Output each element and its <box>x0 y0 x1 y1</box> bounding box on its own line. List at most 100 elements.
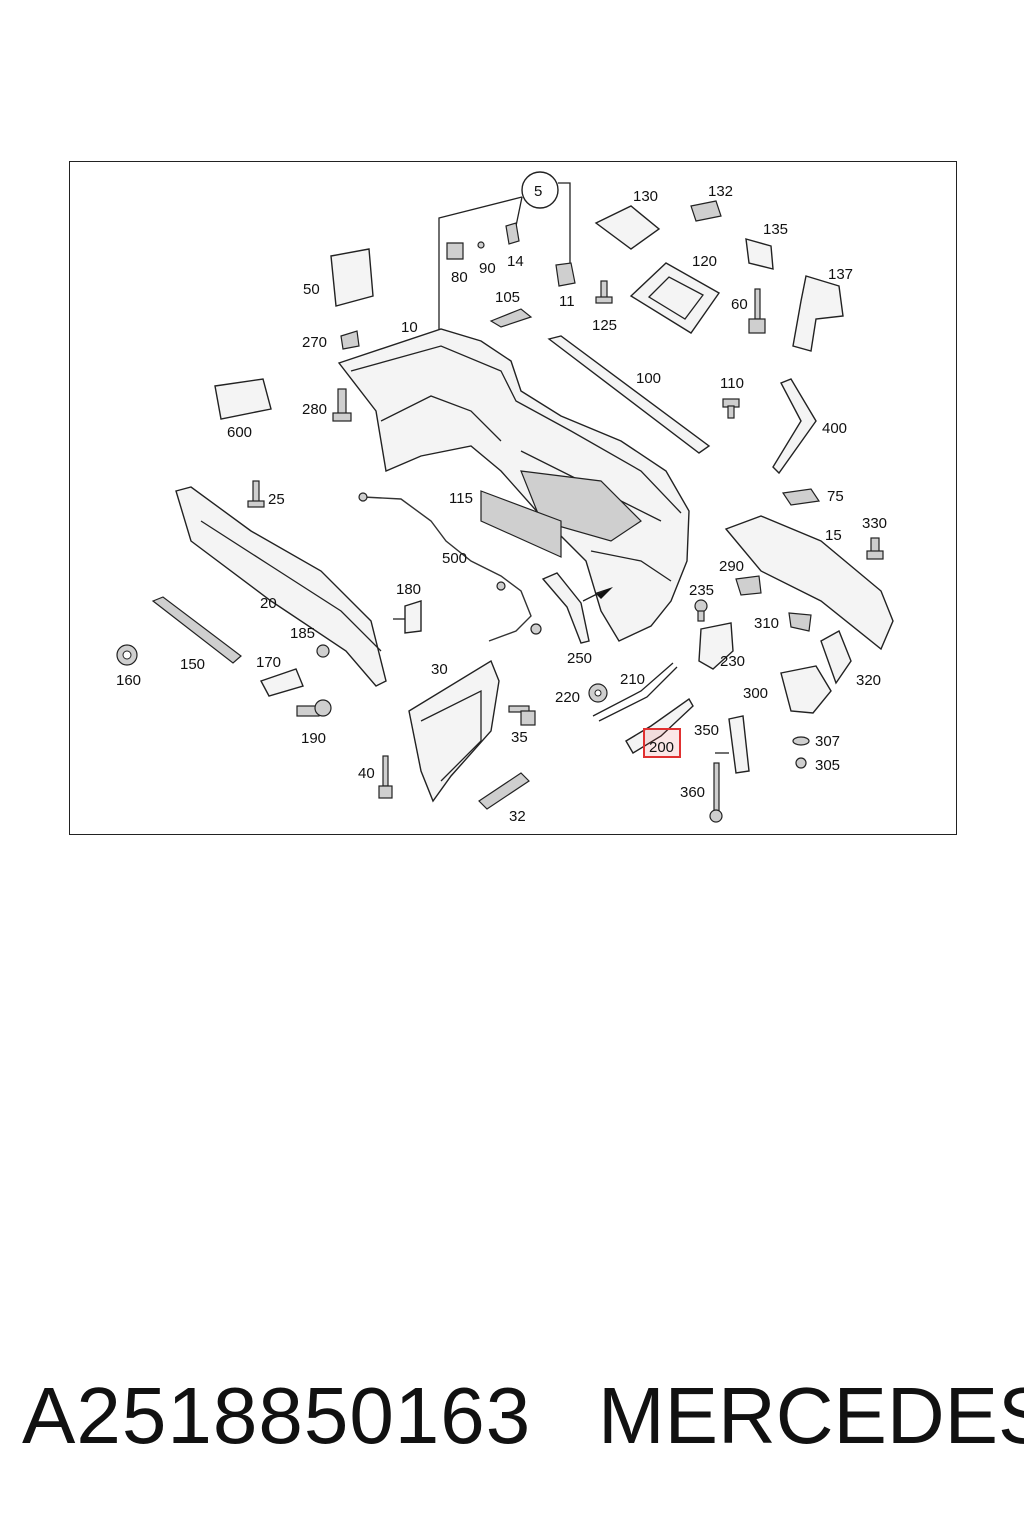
part-15 <box>724 515 894 651</box>
callout-290: 290 <box>719 558 744 575</box>
part-360 <box>709 762 723 823</box>
callout-360: 360 <box>680 784 705 801</box>
callout-15: 15 <box>825 527 842 544</box>
part-170 <box>259 668 304 697</box>
part-190 <box>296 699 332 717</box>
callout-100: 100 <box>636 370 661 387</box>
callout-75: 75 <box>827 488 844 505</box>
part-110 <box>722 398 740 419</box>
parts-diagram-frame: 5 130 132 135 137 50 80 90 14 11 120 60 … <box>69 161 957 835</box>
callout-170: 170 <box>256 654 281 671</box>
part-32 <box>478 772 530 810</box>
callout-105: 105 <box>495 289 520 306</box>
part-160 <box>116 644 138 666</box>
part-50 <box>330 248 374 307</box>
callout-90: 90 <box>479 260 496 277</box>
bumper-cover <box>337 328 690 642</box>
part-130 <box>594 205 661 250</box>
part-115 <box>480 490 562 558</box>
part-40 <box>378 755 393 799</box>
callout-80: 80 <box>451 269 468 286</box>
part-80 <box>446 242 464 260</box>
part-310 <box>788 612 812 632</box>
callout-280: 280 <box>302 401 327 418</box>
brand-name: MERCEDES <box>598 1371 1024 1460</box>
part-330 <box>866 537 884 560</box>
part-75 <box>781 488 821 506</box>
callout-labels: 5 130 132 135 137 50 80 90 14 11 120 60 … <box>116 183 887 825</box>
callout-350: 350 <box>694 722 719 739</box>
callout-32: 32 <box>509 808 526 825</box>
part-600 <box>214 378 272 420</box>
part-number: A2518850163 <box>22 1371 532 1460</box>
callout-115: 115 <box>449 490 473 507</box>
part-14 <box>505 222 520 245</box>
part-350 <box>728 715 750 774</box>
part-290 <box>735 575 762 596</box>
callout-320: 320 <box>856 672 881 689</box>
callout-500: 500 <box>442 550 467 567</box>
callout-137: 137 <box>828 266 853 283</box>
part-307 <box>792 736 810 746</box>
callout-220: 220 <box>555 689 580 706</box>
part-300 <box>780 665 832 714</box>
callout-60: 60 <box>731 296 748 313</box>
callout-10: 10 <box>401 319 418 336</box>
callout-230: 230 <box>720 653 745 670</box>
callout-14: 14 <box>507 253 524 270</box>
callout-160: 160 <box>116 672 141 689</box>
part-200 <box>625 697 694 754</box>
callout-30: 30 <box>431 661 448 678</box>
part-137 <box>792 275 844 352</box>
part-150 <box>151 596 242 664</box>
callout-11: 11 <box>559 293 575 310</box>
part-270 <box>340 330 360 350</box>
part-320 <box>820 630 852 685</box>
part-305 <box>795 757 807 769</box>
part-230 <box>698 622 734 670</box>
parts-diagram: 5 130 132 135 137 50 80 90 14 11 120 60 … <box>116 171 894 825</box>
callout-250: 250 <box>567 650 592 667</box>
part-500-wiring <box>362 496 532 642</box>
callout-185: 185 <box>290 625 315 642</box>
callout-270: 270 <box>302 334 327 351</box>
callout-150: 150 <box>180 656 205 673</box>
callout-110: 110 <box>720 375 744 392</box>
callout-190: 190 <box>301 730 326 747</box>
part-400 <box>772 378 817 475</box>
part-120 <box>629 262 721 334</box>
callout-400: 400 <box>822 420 847 437</box>
highlighted-callout-200[interactable]: 200 <box>643 728 681 758</box>
part-60 <box>748 288 766 334</box>
part-125 <box>595 280 613 304</box>
callout-307: 307 <box>815 733 840 750</box>
part-20 <box>175 486 387 687</box>
callout-132: 132 <box>708 183 733 200</box>
part-185 <box>316 644 330 658</box>
part-25 <box>247 480 265 508</box>
callout-600: 600 <box>227 424 252 441</box>
part-235 <box>694 599 708 622</box>
part-220 <box>588 683 608 703</box>
callout-20: 20 <box>260 595 277 612</box>
part-105 <box>489 308 533 328</box>
part-11 <box>555 262 576 287</box>
part-30 <box>408 659 500 803</box>
callout-210: 210 <box>620 671 645 688</box>
callout-305: 305 <box>815 757 840 774</box>
part-35 <box>508 705 536 726</box>
callout-120: 120 <box>692 253 717 270</box>
part-250 <box>541 572 590 644</box>
callout-200: 200 <box>649 739 674 756</box>
group-5-leader <box>438 171 571 331</box>
callout-50: 50 <box>303 281 320 298</box>
part-210 <box>592 662 674 717</box>
callout-25: 25 <box>268 491 285 508</box>
callout-300: 300 <box>743 685 768 702</box>
part-180 <box>404 600 422 634</box>
callout-40: 40 <box>358 765 375 782</box>
callout-180: 180 <box>396 581 421 598</box>
callout-310: 310 <box>754 615 779 632</box>
callout-125: 125 <box>592 317 617 334</box>
callout-135: 135 <box>763 221 788 238</box>
